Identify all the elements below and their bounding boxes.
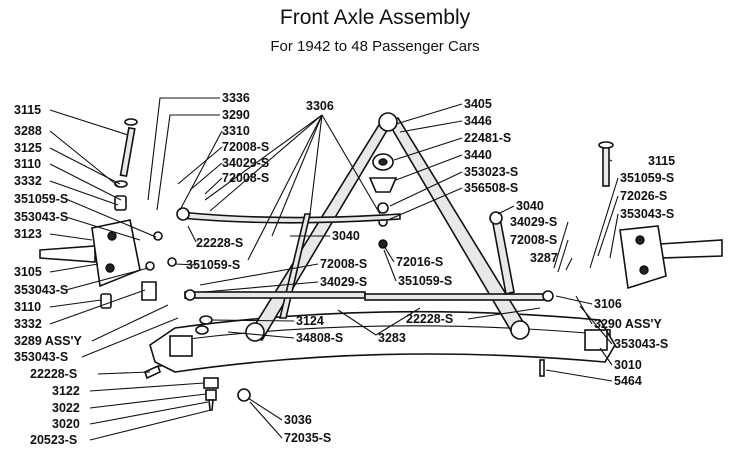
label-72008-s-center: 72008-S: [320, 257, 367, 271]
spindle-left-3105: [39, 219, 141, 288]
label-353043-s-left-upper: 353043-S: [14, 210, 68, 224]
label-34029-s-right: 34029-S: [510, 215, 557, 229]
label-3122: 3122: [52, 384, 80, 398]
label-72016-s: 72016-S: [396, 255, 443, 269]
label-351059-s-center: 351059-S: [398, 274, 452, 288]
spindle-right-3106: [619, 225, 723, 290]
label-3336: 3336: [222, 91, 250, 105]
king-pin-left-3115: [119, 118, 138, 178]
label-3106: 3106: [594, 297, 622, 311]
spindle-arm-right-3040: [489, 211, 515, 295]
nut-3036: [237, 388, 251, 402]
diagram-subtitle: For 1942 to 48 Passenger Cars: [270, 38, 480, 55]
label-5464: 5464: [614, 374, 642, 388]
bolt-5464: [539, 359, 545, 377]
tie-rod: [184, 289, 554, 302]
label-3010: 3010: [614, 358, 642, 372]
king-pin-right-3115: [598, 141, 614, 187]
label-351059-s-left: 351059-S: [14, 192, 68, 206]
label-3110-upper: 3110: [14, 157, 41, 171]
label-3123: 3123: [14, 227, 42, 241]
label-3022: 3022: [52, 401, 80, 415]
label-3289-assy: 3289 ASS'Y: [14, 334, 82, 348]
label-22228-s-bottom: 22228-S: [30, 367, 77, 381]
label-3446: 3446: [464, 114, 492, 128]
label-3125: 3125: [14, 141, 42, 155]
socket-3440: [368, 153, 398, 249]
label-20523-s: 20523-S: [30, 433, 77, 447]
label-3290: 3290: [222, 108, 250, 122]
label-356508-s: 356508-S: [464, 181, 518, 195]
label-3040-right: 3040: [516, 199, 544, 213]
label-3290-assy: 3290 ASS'Y: [594, 317, 662, 331]
label-353043-s-left-mid: 353043-S: [14, 283, 68, 297]
label-72035-s: 72035-S: [284, 431, 331, 445]
label-22228-s-right: 22228-S: [406, 312, 453, 326]
label-3283: 3283: [378, 331, 406, 345]
label-3105: 3105: [14, 265, 42, 279]
label-3115-left: 3115: [14, 103, 41, 117]
label-353043-s-right-upper: 353043-S: [620, 207, 674, 221]
label-3036: 3036: [284, 413, 312, 427]
label-3115-right: 3115: [648, 154, 675, 168]
leader-lines: [49, 97, 619, 441]
label-72008-s-top: 72008-S: [222, 140, 269, 154]
label-72008-s-right: 72008-S: [510, 233, 557, 247]
part-labels: 3115 3288 3125 3110 3332 351059-S 353043…: [14, 91, 675, 447]
diagram-title: Front Axle Assembly: [279, 6, 471, 29]
label-34029-s-center: 34029-S: [320, 275, 367, 289]
label-3287: 3287: [530, 251, 558, 265]
shackle-3022: [144, 364, 219, 411]
label-3405: 3405: [464, 97, 492, 111]
label-3110-lower: 3110: [14, 300, 41, 314]
label-3306: 3306: [306, 99, 334, 113]
label-351059-s-mid: 351059-S: [186, 258, 240, 272]
label-72026-s: 72026-S: [620, 189, 667, 203]
label-3440: 3440: [464, 148, 492, 162]
label-3310: 3310: [222, 124, 250, 138]
label-3332-lower: 3332: [14, 317, 42, 331]
label-353043-s-right-lower: 353043-S: [614, 337, 668, 351]
label-34029-s-top: 34029-S: [222, 156, 269, 170]
label-34808-s: 34808-S: [296, 331, 343, 345]
label-3124: 3124: [296, 314, 324, 328]
label-3020: 3020: [52, 417, 80, 431]
label-3040-left: 3040: [332, 229, 360, 243]
label-3332-upper: 3332: [14, 174, 42, 188]
label-22228-s-mid: 22228-S: [196, 236, 243, 250]
label-72008-s-top-2: 72008-S: [222, 171, 269, 185]
label-353043-s-left-lower: 353043-S: [14, 350, 68, 364]
label-3288: 3288: [14, 124, 42, 138]
label-351059-s-right: 351059-S: [620, 171, 674, 185]
label-22481-s: 22481-S: [464, 131, 511, 145]
label-353023-s: 353023-S: [464, 165, 518, 179]
